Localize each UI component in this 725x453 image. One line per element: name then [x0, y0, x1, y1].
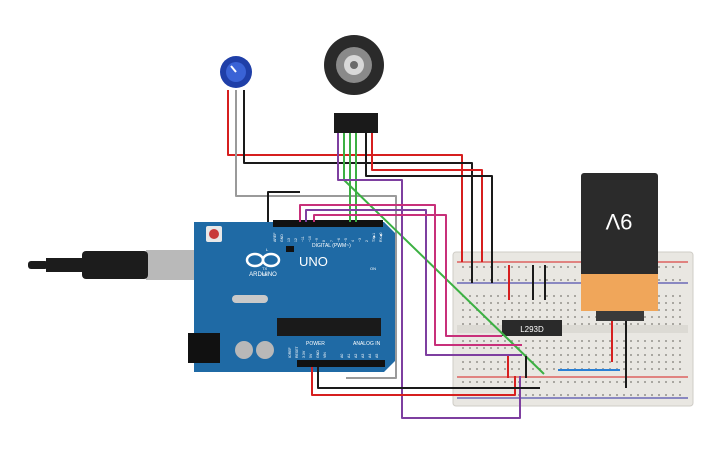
on-led-label: ON — [370, 266, 376, 271]
analog-header — [337, 360, 385, 367]
wire-purple-motor — [337, 133, 521, 419]
pin-ioref: IOREF — [288, 347, 292, 358]
pin-a4: A4 — [368, 354, 372, 358]
power-jack — [188, 333, 220, 363]
pin-a1: A1 — [347, 354, 351, 358]
pin-13: 13 — [287, 238, 291, 242]
battery-label: 9V — [605, 209, 632, 234]
digital-header — [273, 220, 383, 227]
pin-10: ~10 — [308, 236, 312, 242]
rx-label: RX — [262, 272, 268, 277]
wire-black-motor — [365, 133, 493, 283]
wire-black-pot — [243, 90, 473, 283]
pin-vin: VIN — [323, 352, 327, 358]
dc-motor[interactable] — [324, 35, 384, 133]
pin-gnd-power: GND — [316, 350, 320, 358]
wire-purple-b — [305, 209, 522, 356]
pin-7: 7 — [330, 240, 334, 242]
power-header-label: POWER — [306, 341, 325, 347]
wire-pink-b — [313, 214, 502, 337]
digital-header-label: DIGITAL (PWM~) — [312, 243, 351, 249]
pin-1: TX▶1 — [372, 233, 376, 242]
pin-aref: AREF — [273, 233, 277, 242]
wire-black-gnd — [267, 191, 300, 222]
pin-a0: A0 — [340, 354, 344, 358]
l-led-label: L — [266, 247, 269, 252]
pin-11: ~11 — [301, 236, 305, 242]
arduino-infinity-logo — [245, 252, 281, 268]
pin-reset: RESET — [295, 345, 299, 358]
pin-5: ~5 — [344, 238, 348, 242]
pin-2: 2 — [365, 240, 369, 242]
wire-red-motor — [371, 133, 483, 262]
pin-3: ~3 — [358, 238, 362, 242]
pin-0: RX◀0 — [379, 232, 383, 242]
arduino-brand: ARDUINO — [249, 272, 277, 278]
pin-3v3: 3.3V — [302, 350, 306, 358]
potentiometer[interactable] — [220, 56, 252, 88]
pin-9: ~9 — [315, 238, 319, 242]
pin-6: ~6 — [337, 238, 341, 242]
pin-a3: A3 — [361, 354, 365, 358]
pin-12: 12 — [294, 238, 298, 242]
wires — [227, 90, 627, 419]
usb-cable[interactable] — [28, 250, 194, 280]
microcontroller — [277, 318, 381, 336]
power-header — [297, 360, 347, 367]
arduino-model: UNO — [299, 254, 328, 269]
wire-pink-a — [299, 204, 522, 346]
wire-black-gndpwr — [317, 367, 540, 389]
analog-header-label: ANALOG IN — [353, 341, 381, 347]
tx-label: TX — [262, 266, 267, 271]
chip-label: L293D — [520, 325, 544, 334]
battery-9v[interactable]: 9V — [581, 173, 658, 321]
pin-a2: A2 — [354, 354, 358, 358]
arduino-uno[interactable]: ARDUINO UNO DIGITAL (PWM~) ANALOG IN POW… — [188, 220, 396, 372]
wire-red-5v — [311, 367, 516, 396]
l293d-chip[interactable]: L293D — [502, 320, 562, 336]
motor-connector — [334, 113, 378, 133]
wire-gray-pot — [235, 90, 397, 379]
pin-gnd: GND — [280, 234, 284, 242]
pin-a5: A5 — [375, 354, 379, 358]
pin-8: 8 — [322, 240, 326, 242]
pin-5v: 5V — [309, 353, 313, 358]
reset-button[interactable] — [209, 229, 219, 239]
pin-4: 4 — [351, 240, 355, 242]
